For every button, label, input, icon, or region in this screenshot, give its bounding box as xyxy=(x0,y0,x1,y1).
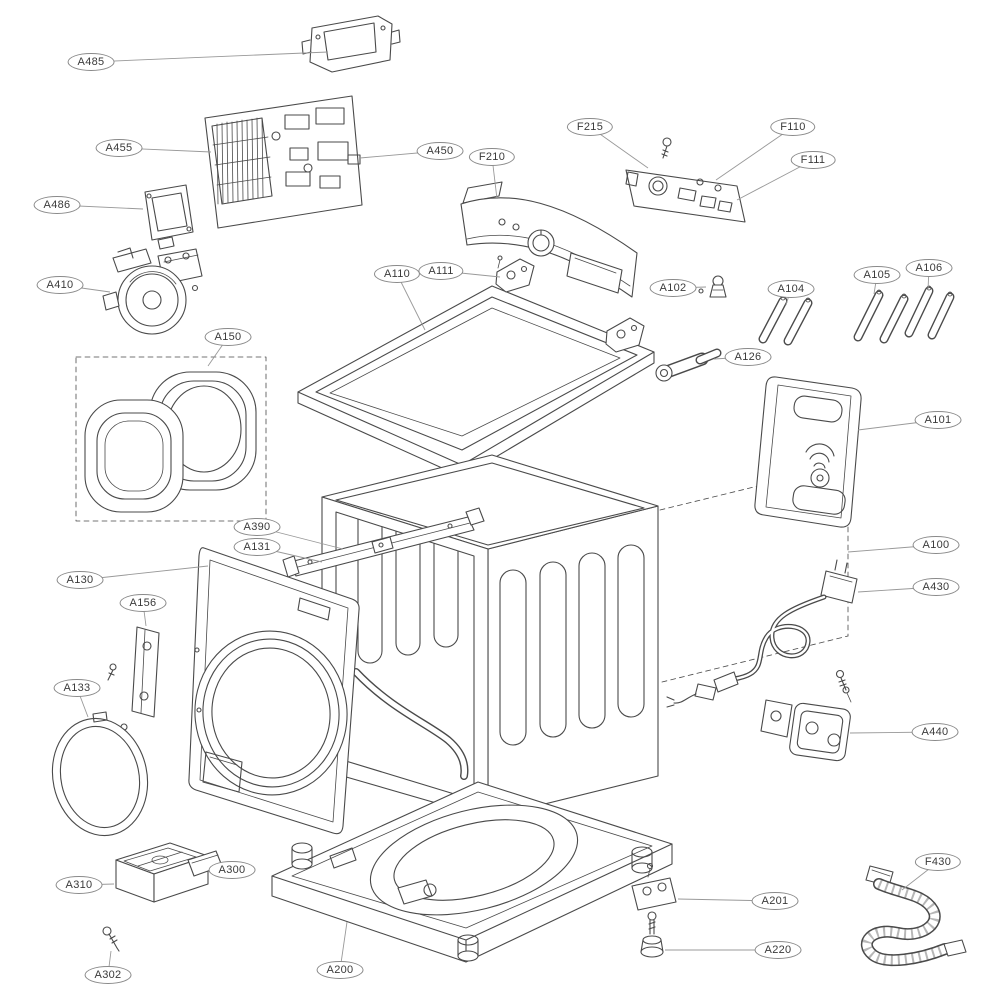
part-label-a150: A150 xyxy=(204,327,252,347)
drawing-base-bracket xyxy=(631,862,677,911)
part-label-a100: A100 xyxy=(912,535,960,555)
part-label-a106: A106 xyxy=(905,258,953,278)
part-label-a486: A486 xyxy=(33,195,81,215)
part-label-a200: A200 xyxy=(316,960,364,980)
drawing-display-board xyxy=(625,137,746,223)
part-label-f215: F215 xyxy=(566,117,614,137)
part-label-a485: A485 xyxy=(67,52,115,72)
part-label-a101: A101 xyxy=(914,410,962,430)
part-label-a111: A111 xyxy=(418,261,464,281)
part-label-a156: A156 xyxy=(119,593,167,613)
drawing-cabinet xyxy=(321,454,659,819)
drawing-drain-hose xyxy=(861,865,967,967)
drawing-screw-a102 xyxy=(698,275,727,298)
part-label-a105: A105 xyxy=(853,265,901,285)
drawing-power-cord xyxy=(666,559,858,708)
drawing-dispenser-drawer xyxy=(115,842,223,903)
part-label-a131: A131 xyxy=(233,537,281,557)
drawing-door-gasket-group xyxy=(75,356,267,522)
part-label-a455: A455 xyxy=(95,138,143,158)
part-label-a410: A410 xyxy=(36,275,84,295)
drawing-top-plate xyxy=(297,285,655,478)
drawing-damper-rods xyxy=(758,285,955,346)
drawing-screw-a302 xyxy=(102,926,120,952)
part-label-f430: F430 xyxy=(914,852,962,872)
drawing-main-pcb xyxy=(204,95,363,229)
drawing-door-trim-ring xyxy=(51,711,149,837)
part-label-a126: A126 xyxy=(724,347,772,367)
part-label-a133: A133 xyxy=(53,678,101,698)
part-label-a430: A430 xyxy=(912,577,960,597)
drawing-shock-absorber xyxy=(655,348,722,382)
part-label-a302: A302 xyxy=(84,965,132,985)
part-label-a201: A201 xyxy=(751,891,799,911)
part-label-a300: A300 xyxy=(208,860,256,880)
drawing-noise-filter xyxy=(760,686,852,762)
drawing-top-bracket xyxy=(301,15,401,73)
part-label-a450: A450 xyxy=(416,141,464,161)
drawing-leveling-foot xyxy=(640,911,664,958)
part-label-a310: A310 xyxy=(55,875,103,895)
part-label-a104: A104 xyxy=(767,279,815,299)
drawing-hinge-parts xyxy=(495,255,645,353)
drawing-side-cover xyxy=(754,376,862,528)
part-label-a390: A390 xyxy=(233,517,281,537)
part-label-f210: F210 xyxy=(468,147,516,167)
drawing-front-panel xyxy=(188,547,360,835)
drawing-crossbar xyxy=(282,507,485,578)
part-label-f110: F110 xyxy=(770,117,816,137)
drawing-pump-assembly xyxy=(102,247,203,335)
part-label-a102: A102 xyxy=(649,278,697,298)
drawing-display-holder xyxy=(144,184,194,250)
drawing-base-assembly xyxy=(271,781,673,963)
drawing-control-panel xyxy=(460,181,638,298)
part-label-a220: A220 xyxy=(754,940,802,960)
part-label-a440: A440 xyxy=(911,722,959,742)
part-label-f111: F111 xyxy=(790,150,836,170)
part-label-a110: A110 xyxy=(373,264,421,284)
part-label-a130: A130 xyxy=(56,570,104,590)
